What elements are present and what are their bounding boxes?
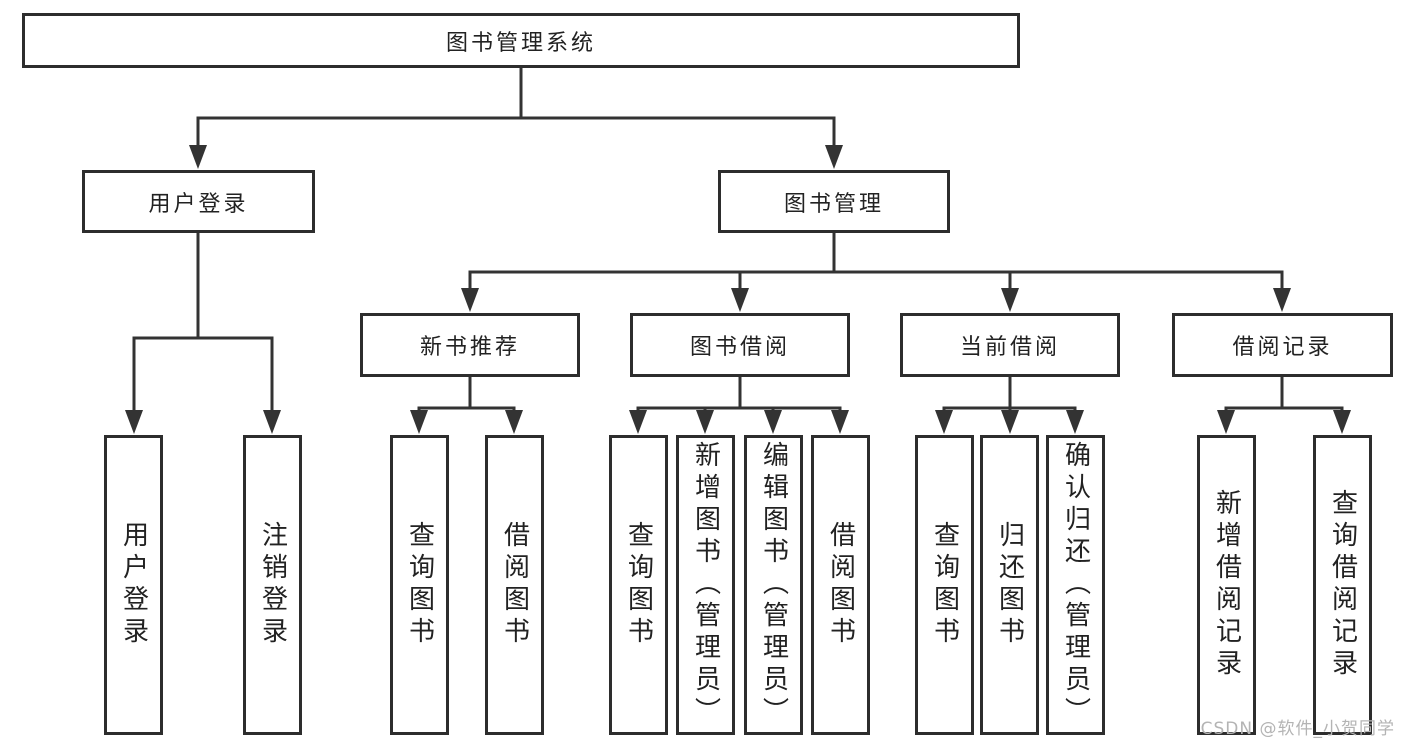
node-book-borrow: 图书借阅	[630, 313, 850, 377]
node-user-login-branch: 用户登录	[82, 170, 315, 233]
connector-borrow-records	[1217, 375, 1351, 434]
leaf-query-borrow-record: 查询借阅记录	[1313, 435, 1372, 735]
watermark: CSDN @软件_小贺同学	[1200, 719, 1395, 739]
node-current-borrow: 当前借阅	[900, 313, 1120, 377]
leaf-logout: 注销登录	[243, 435, 302, 735]
leaf-query-books-borrow: 查询图书	[609, 435, 668, 735]
node-borrow-records: 借阅记录	[1172, 313, 1393, 377]
connector-user-login	[125, 231, 281, 434]
leaf-return-book: 归还图书	[980, 435, 1039, 735]
connector-book-borrow	[629, 375, 849, 434]
node-book-management: 图书管理	[718, 170, 950, 233]
leaf-confirm-return-admin: 确认归还（管理员）	[1046, 435, 1105, 735]
leaf-borrow-books: 借阅图书	[811, 435, 870, 735]
leaf-user-login: 用户登录	[104, 435, 163, 735]
leaf-edit-book-admin: 编辑图书（管理员）	[744, 435, 803, 735]
leaf-add-borrow-record: 新增借阅记录	[1197, 435, 1256, 735]
leaf-query-books-current: 查询图书	[915, 435, 974, 735]
node-library-management-system: 图书管理系统	[22, 13, 1020, 68]
leaf-add-book-admin: 新增图书（管理员）	[676, 435, 735, 735]
leaf-borrow-books-recommend: 借阅图书	[485, 435, 544, 735]
connector-new-book-recommend	[410, 375, 523, 434]
leaf-query-books-recommend: 查询图书	[390, 435, 449, 735]
connector-current-borrow	[935, 375, 1084, 434]
node-new-book-recommend: 新书推荐	[360, 313, 580, 377]
connector-root	[189, 66, 843, 169]
connector-book-management	[461, 231, 1291, 312]
